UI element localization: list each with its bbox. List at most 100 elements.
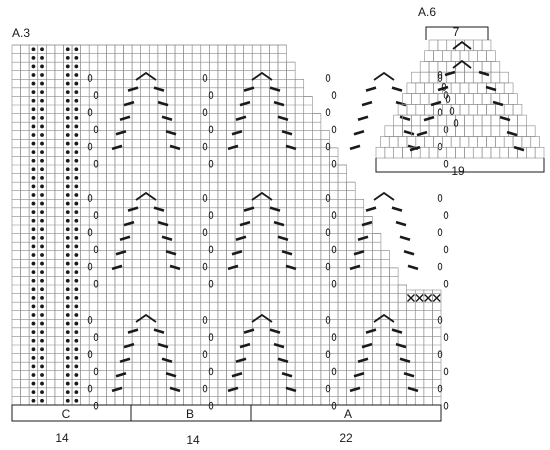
grid-cell (534, 146, 545, 159)
purl-dot-symbol (74, 295, 79, 300)
yarn-over-symbol (208, 211, 214, 219)
grid-cell (486, 136, 496, 148)
section-count-a: 22 (339, 431, 353, 445)
yarn-over-symbol (437, 384, 443, 393)
yarn-over-symbol (437, 71, 443, 79)
purl-dot-symbol (65, 227, 70, 232)
grid-cell (477, 82, 487, 94)
yarn-over-symbol (325, 350, 331, 359)
purl-dot-symbol (31, 90, 36, 95)
purl-dot-symbol (31, 141, 36, 146)
purl-dot-symbol (40, 321, 44, 326)
yarn-over-symbol (331, 245, 337, 254)
purl-dot-symbol (40, 175, 44, 180)
purl-dot-symbol (40, 330, 44, 335)
slant-stitch-symbol (391, 328, 403, 334)
grid-cell (472, 146, 483, 159)
purl-dot-symbol (40, 55, 44, 60)
slant-stitch-symbol (127, 86, 139, 92)
yarn-over-symbol (443, 245, 449, 254)
slant-stitch-symbol (123, 342, 135, 349)
grid-cell (450, 136, 461, 148)
grid-cell (393, 125, 403, 137)
grid-cell (459, 50, 470, 62)
grid-cell (530, 136, 540, 148)
slant-stitch-symbol (243, 328, 255, 334)
slant-stitch-symbol (353, 250, 365, 256)
slant-stitch-symbol (277, 235, 289, 241)
purl-dot-symbol (31, 184, 36, 189)
purl-dot-symbol (65, 304, 70, 309)
slant-stitch-symbol (365, 86, 377, 92)
grid-cell (481, 39, 492, 52)
purl-dot-symbol (40, 98, 44, 103)
slant-stitch-symbol (269, 86, 281, 92)
slant-stitch-symbol (243, 86, 255, 92)
slant-stitch-symbol (227, 264, 239, 271)
grid-cell (424, 82, 434, 94)
slant-stitch-symbol (273, 100, 285, 107)
purl-dot-symbol (40, 218, 44, 223)
purl-dot-symbol (31, 201, 36, 206)
yarn-over-symbol (202, 142, 208, 151)
grid-cell (455, 71, 465, 84)
yarn-over-symbol (202, 228, 208, 237)
slant-stitch-symbol (235, 235, 247, 241)
yarn-over-symbol (331, 91, 337, 99)
purl-dot-symbol (40, 141, 44, 146)
yarn-over-symbol (331, 333, 337, 341)
section-label-b: B (186, 407, 194, 421)
grid-cell (526, 146, 536, 159)
purl-dot-symbol (40, 210, 44, 215)
slant-stitch-symbol (353, 372, 365, 378)
grid-cell (388, 136, 399, 148)
grid-cell (499, 71, 509, 84)
purl-dot-symbol (31, 287, 36, 292)
purl-dot-symbol (65, 330, 70, 335)
yarn-over-symbol (202, 262, 208, 271)
chart-a6-title: A.6 (418, 5, 436, 19)
purl-dot-symbol (31, 210, 36, 215)
slant-stitch-symbol (157, 342, 169, 349)
slant-stitch-symbol (506, 130, 518, 137)
yarn-over-symbol (449, 107, 455, 115)
grid-cell (419, 93, 430, 105)
purl-dot-symbol (65, 244, 70, 249)
grid-cell (393, 146, 403, 159)
purl-dot-symbol (31, 55, 36, 60)
yarn-over-symbol (325, 228, 331, 237)
grid-cell (464, 125, 474, 137)
grid-cell (490, 71, 501, 84)
slant-stitch-symbol (115, 372, 127, 378)
purl-dot-symbol (65, 167, 70, 172)
purl-dot-symbol (65, 90, 70, 95)
purl-dot-symbol (40, 64, 44, 69)
purl-dot-symbol (65, 390, 70, 395)
grid-cell (464, 146, 474, 159)
yarn-over-symbol (202, 316, 208, 324)
purl-dot-symbol (40, 381, 44, 386)
slant-stitch-symbol (165, 250, 177, 256)
grid-cell (428, 61, 439, 73)
slant-stitch-symbol (157, 100, 169, 107)
decrease-chevron-symbol (373, 313, 395, 323)
slant-stitch-symbol (357, 357, 369, 363)
grid-cell (468, 136, 478, 148)
slant-stitch-symbol (416, 130, 428, 137)
purl-dot-symbol (74, 287, 79, 292)
cast-off-symbol (424, 294, 433, 302)
slant-stitch-symbol (119, 235, 131, 241)
grid-cell (499, 146, 509, 159)
chart-a3-title: A.3 (12, 26, 30, 40)
purl-dot-symbol (74, 330, 79, 335)
grid-cell (437, 125, 448, 137)
slant-stitch-symbol (153, 206, 165, 212)
slant-stitch-symbol (395, 342, 407, 349)
purl-dot-symbol (65, 141, 70, 146)
slant-stitch-symbol (409, 145, 421, 152)
yarn-over-symbol (208, 125, 214, 134)
yarn-over-symbol (208, 333, 214, 341)
purl-dot-symbol (74, 81, 79, 86)
purl-dot-symbol (40, 364, 44, 369)
grid-cell (455, 93, 465, 105)
